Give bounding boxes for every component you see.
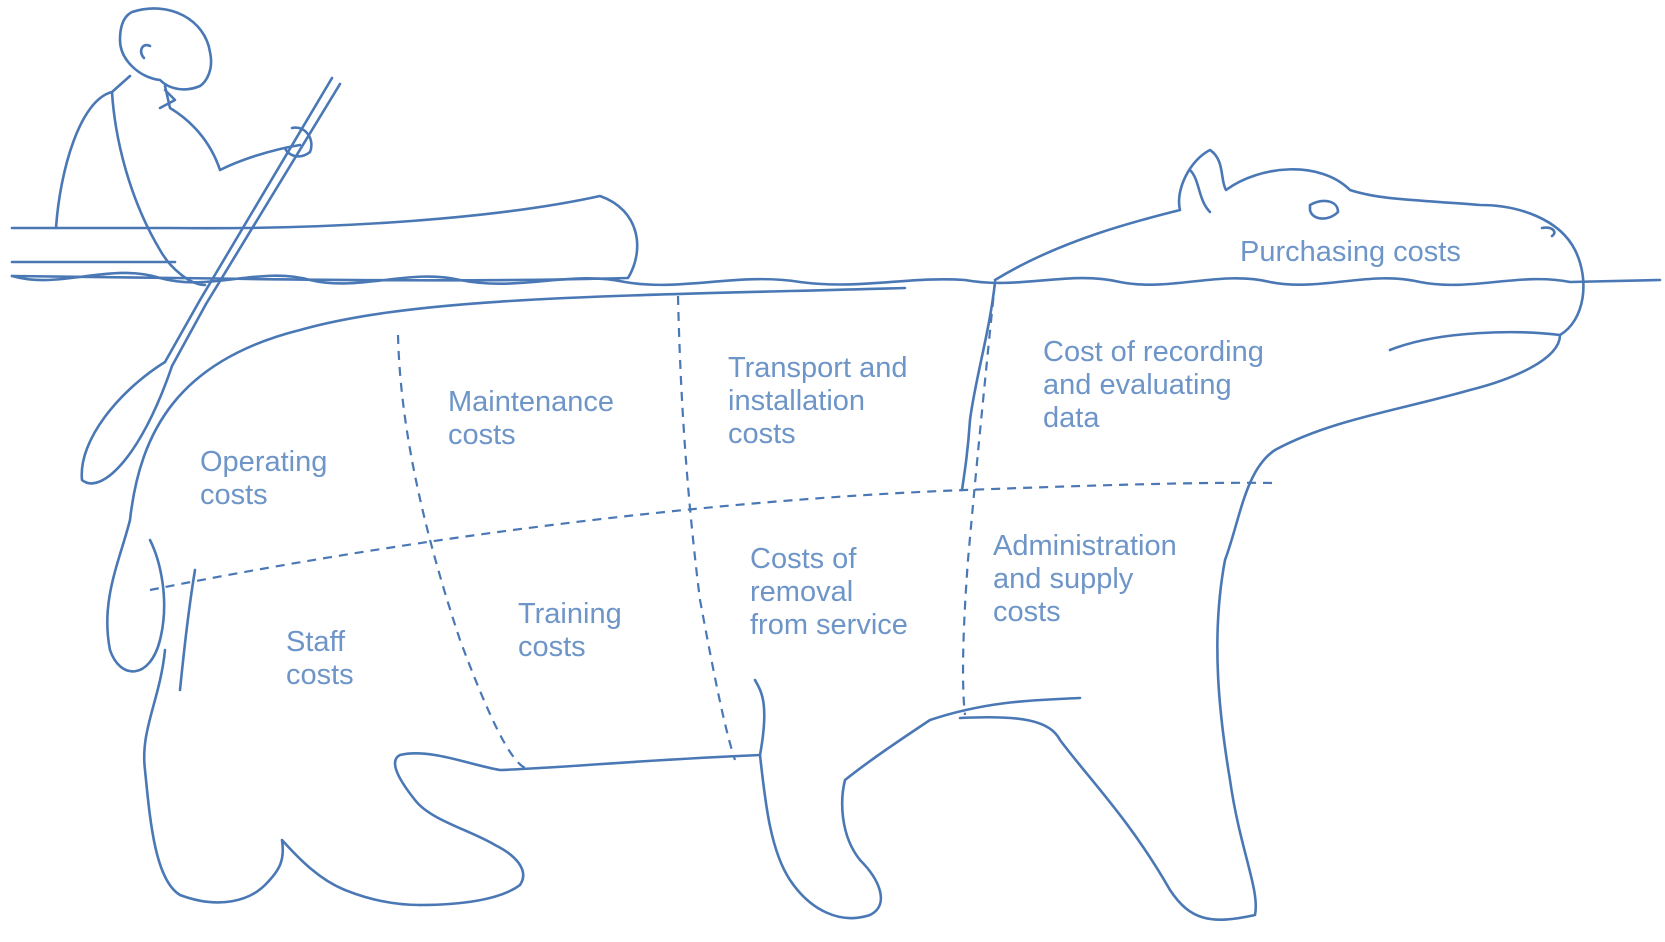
label-removal-from-service: Costs of removal from service bbox=[750, 543, 908, 641]
hippo-body bbox=[106, 280, 1562, 921]
label-maintenance-costs: Maintenance costs bbox=[448, 386, 615, 451]
label-operating-costs: Operating costs bbox=[200, 446, 328, 511]
label-purchasing-costs: Purchasing costs bbox=[1240, 236, 1461, 268]
man-figure bbox=[54, 7, 313, 287]
paddle bbox=[80, 76, 342, 485]
label-staff-costs: Staff costs bbox=[286, 626, 354, 691]
label-transport-installation-costs: Transport and installation costs bbox=[728, 352, 908, 450]
region-dividers bbox=[149, 281, 1276, 769]
canoe bbox=[10, 194, 639, 282]
label-administration-supply-costs: Administration and supply costs bbox=[993, 530, 1177, 628]
label-recording-evaluating-data: Cost of recording and evaluating data bbox=[1043, 336, 1264, 434]
water-line bbox=[10, 271, 1662, 287]
label-training-costs: Training costs bbox=[518, 598, 622, 663]
hippo-head bbox=[993, 148, 1585, 352]
